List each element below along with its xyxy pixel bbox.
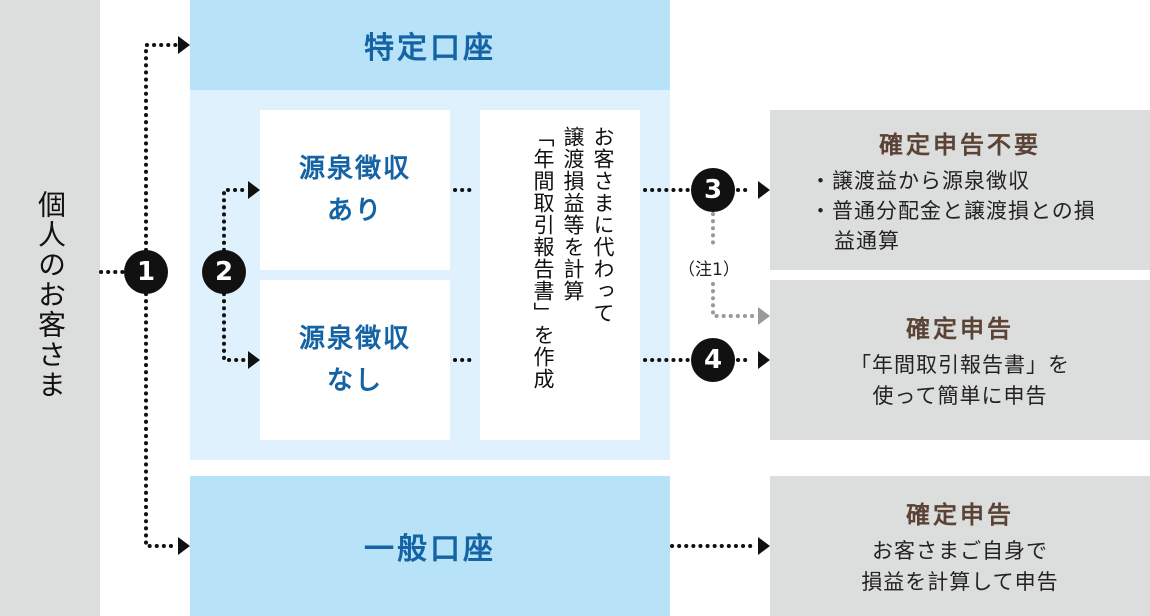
step-badge-2: 2 bbox=[202, 250, 246, 294]
general-account-box: 一般口座 bbox=[190, 476, 670, 616]
arrowhead-icon bbox=[758, 537, 770, 555]
result-no-filing-bullets: ・譲渡益から源泉徴収 ・普通分配金と譲渡損との損益通算 bbox=[810, 166, 1110, 256]
result-filing-easy: 確定申告 「年間取引報告書」を 使って簡単に申告 bbox=[770, 280, 1150, 440]
result-filing-easy-text: 「年間取引報告書」を 使って簡単に申告 bbox=[850, 350, 1070, 412]
step-badge-3: 3 bbox=[691, 168, 735, 212]
text-line: 損益を計算して申告 bbox=[861, 569, 1059, 594]
result-filing-easy-title: 確定申告 bbox=[906, 314, 1014, 343]
text-line: 「年間取引報告書」を bbox=[850, 352, 1070, 377]
result-filing-self-text: お客さまご自身で 損益を計算して申告 bbox=[861, 536, 1058, 598]
step-badge-4: 4 bbox=[691, 338, 735, 382]
bullet-item: ・普通分配金と譲渡損との損益通算 bbox=[810, 198, 1096, 253]
annual-report-text: お客さまに代わって 譲渡損益等を計算 「年間取引報告書」を作成 bbox=[528, 126, 618, 436]
customer-label: 個人のお客さま bbox=[34, 190, 67, 400]
connector-1-to-specific bbox=[144, 43, 180, 252]
connector-2-to-no bbox=[222, 292, 250, 362]
withholding-no-box: 源泉徴収 なし bbox=[260, 280, 450, 440]
bullet-item: ・譲渡益から源泉徴収 bbox=[810, 168, 1030, 193]
report-line-3: 「年間取引報告書」を作成 bbox=[531, 126, 555, 390]
arrowhead-icon bbox=[758, 307, 770, 325]
arrowhead-icon bbox=[248, 181, 260, 199]
arrowhead-icon bbox=[178, 537, 190, 555]
withholding-no-line2: なし bbox=[326, 366, 383, 396]
customer-panel: 個人のお客さま bbox=[0, 0, 100, 616]
withholding-yes-line1: 源泉徴収 bbox=[298, 154, 411, 184]
result-filing-self-title: 確定申告 bbox=[906, 500, 1014, 529]
connector-note-lower bbox=[711, 282, 756, 318]
text-line: お客さまご自身で bbox=[872, 538, 1048, 563]
specific-account-title: 特定口座 bbox=[364, 31, 496, 66]
connector-2-to-yes bbox=[222, 188, 250, 252]
connector-1-to-general bbox=[144, 292, 180, 548]
arrowhead-icon bbox=[758, 181, 770, 199]
note-1-label: （注1） bbox=[678, 260, 740, 280]
general-account-title: 一般口座 bbox=[364, 532, 496, 567]
annual-report-box: お客さまに代わって 譲渡損益等を計算 「年間取引報告書」を作成 bbox=[480, 110, 640, 440]
specific-account-header: 特定口座 bbox=[190, 0, 670, 90]
report-line-1: お客さまに代わって bbox=[591, 126, 615, 324]
report-line-2: 譲渡損益等を計算 bbox=[561, 126, 585, 302]
step-badge-1: 1 bbox=[124, 250, 168, 294]
arrowhead-icon bbox=[248, 351, 260, 369]
withholding-yes-line2: あり bbox=[326, 196, 383, 226]
arrowhead-icon bbox=[758, 351, 770, 369]
result-no-filing-title: 確定申告不要 bbox=[879, 130, 1041, 159]
text-line: 使って簡単に申告 bbox=[872, 383, 1048, 408]
arrowhead-icon bbox=[178, 36, 190, 54]
withholding-no-line1: 源泉徴収 bbox=[298, 324, 411, 354]
result-no-filing: 確定申告不要 ・譲渡益から源泉徴収 ・普通分配金と譲渡損との損益通算 bbox=[770, 110, 1150, 270]
withholding-yes-box: 源泉徴収 あり bbox=[260, 110, 450, 270]
result-filing-self: 確定申告 お客さまご自身で 損益を計算して申告 bbox=[770, 476, 1150, 616]
